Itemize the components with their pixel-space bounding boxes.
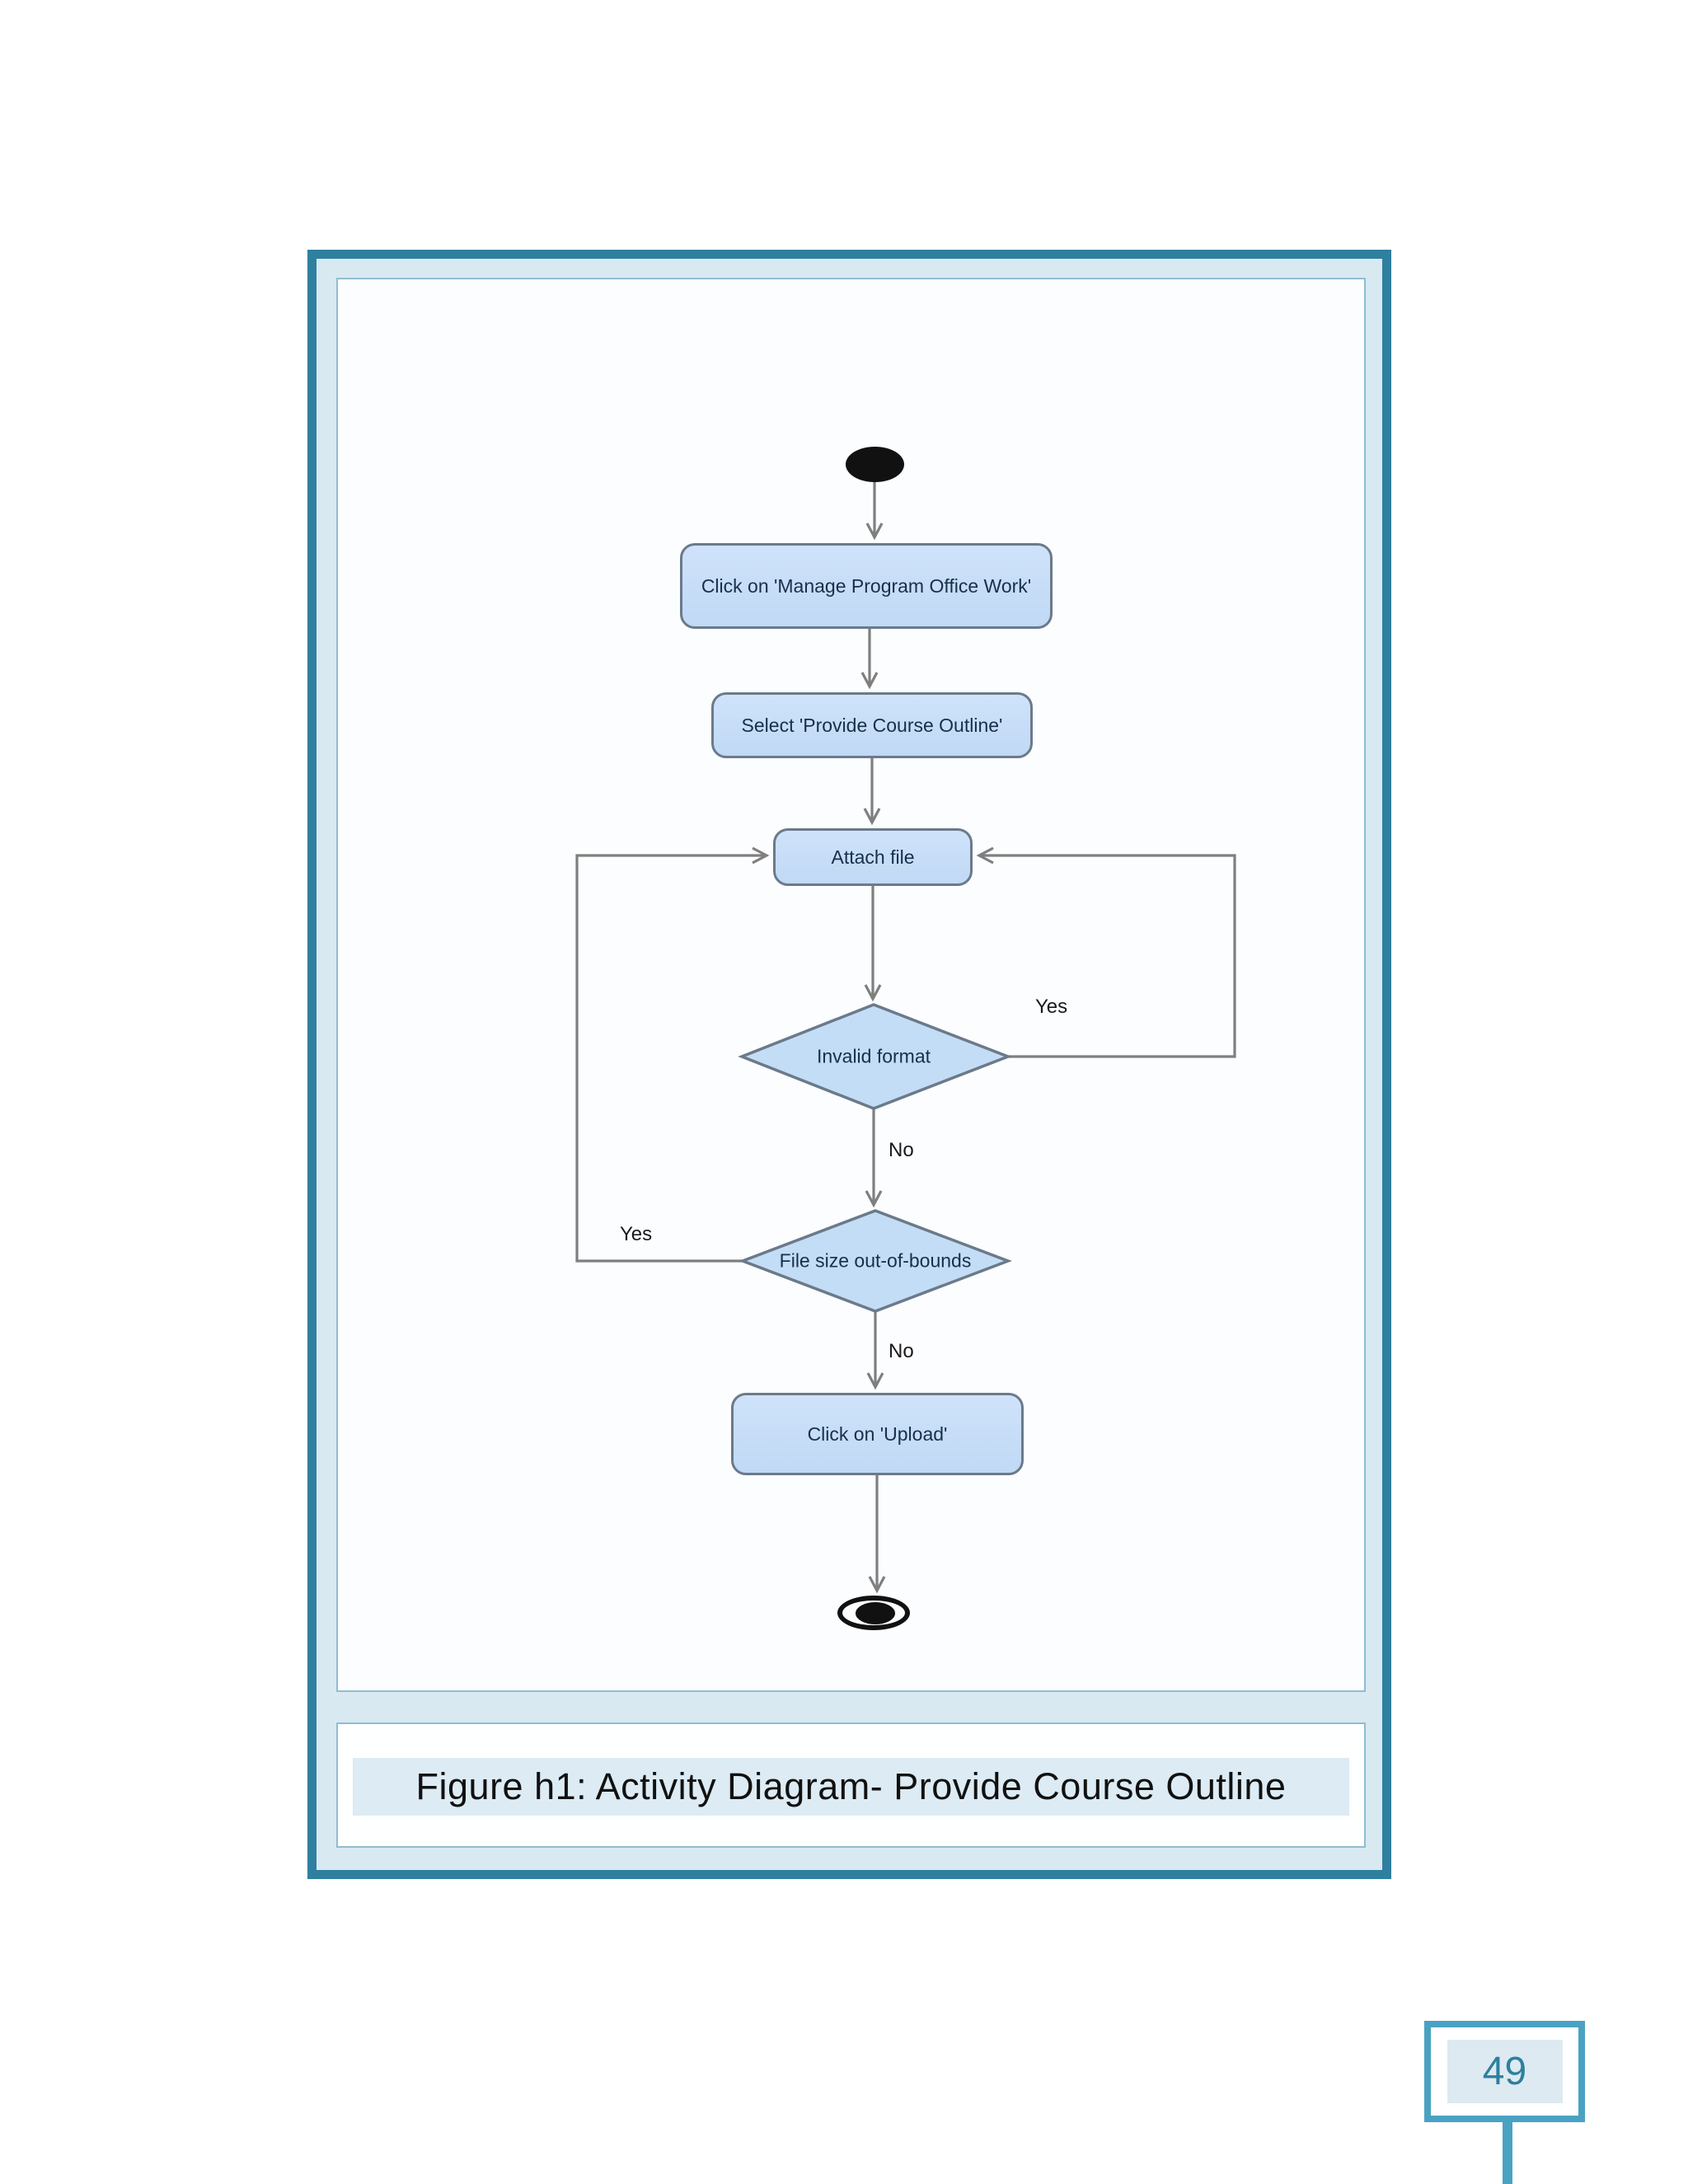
figure-caption: Figure h1: Activity Diagram- Provide Cou… — [353, 1758, 1349, 1816]
activity-label: Select 'Provide Course Outline' — [741, 714, 1003, 736]
activity-label: Click on 'Upload' — [807, 1422, 948, 1445]
decision-invalid-format-label: Invalid format — [816, 1045, 931, 1067]
activity-select-provide-course-outline: Select 'Provide Course Outline' — [711, 692, 1033, 758]
page-number: 49 — [1447, 2040, 1563, 2103]
end-node-ring — [837, 1596, 910, 1630]
decision-file-size-label: File size out-of-bounds — [779, 1249, 972, 1272]
figure-caption-box: Figure h1: Activity Diagram- Provide Cou… — [336, 1722, 1366, 1848]
decision-invalid-format-shape — [738, 1003, 1012, 1110]
activity-label: Attach file — [831, 846, 915, 868]
guard-file-size-yes: Yes — [620, 1223, 653, 1245]
page-number-box: 49 — [1424, 2021, 1585, 2122]
page-number-stem — [1503, 2122, 1512, 2184]
guard-invalid-format-no: No — [889, 1139, 914, 1161]
activity-attach-file: Attach file — [773, 828, 973, 886]
activity-manage-program-office-work: Click on 'Manage Program Office Work' — [680, 543, 1053, 629]
guard-file-size-no: No — [889, 1340, 914, 1362]
edge-decision1-yes-loop — [976, 846, 1236, 1058]
edge-decision2-yes-loop — [575, 846, 770, 1263]
activity-label: Click on 'Manage Program Office Work' — [701, 574, 1032, 597]
activity-click-upload: Click on 'Upload' — [731, 1393, 1024, 1475]
guard-invalid-format-yes: Yes — [1035, 996, 1068, 1018]
start-node — [846, 447, 904, 482]
end-node-core — [856, 1602, 895, 1624]
decision-file-size-shape — [738, 1209, 1012, 1313]
